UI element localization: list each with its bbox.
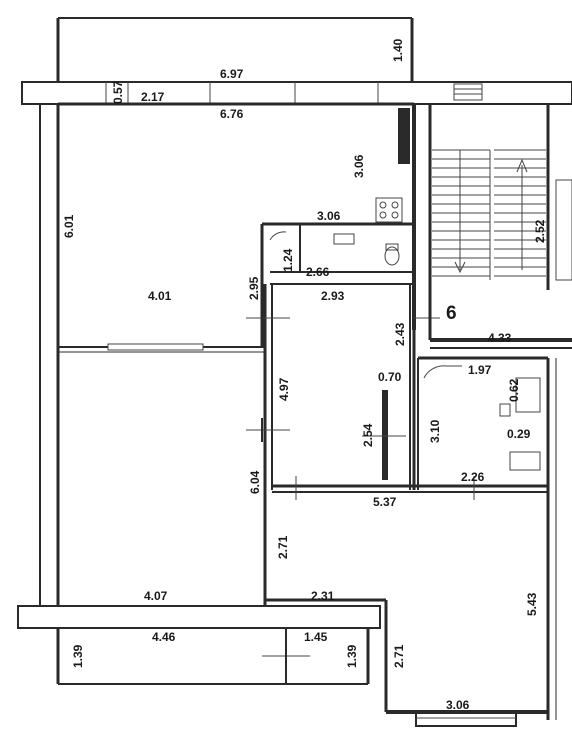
room-1	[58, 102, 414, 353]
dim-corridor-width: 2.93	[321, 289, 345, 303]
wc	[417, 356, 557, 720]
dim-kitchen-height: 3.06	[352, 154, 366, 178]
dim-top-left-window: 2.17	[141, 90, 165, 104]
dim-wc-small2: 0.29	[507, 427, 531, 441]
top-balcony	[56, 17, 414, 82]
dim-hall-small: 0.70	[378, 370, 402, 384]
dim-balcony2-width: 4.46	[152, 630, 176, 644]
lower-balcony	[17, 605, 381, 685]
dim-hall-bottom-width: 5.37	[373, 495, 397, 509]
dim-room3-height: 5.43	[525, 592, 539, 616]
top-exterior-wall	[21, 81, 572, 105]
dim-landing-width: 4.33	[488, 331, 512, 345]
dim-room3-inner: 2.31	[311, 589, 335, 603]
dim-corridor-depth: 2.43	[393, 322, 407, 346]
dim-room3-bottom-width: 3.06	[446, 698, 470, 712]
dim-room3-lower-side: 2.71	[392, 644, 406, 668]
toilet-icon	[384, 246, 400, 266]
dim-bath-width: 2.66	[306, 265, 330, 279]
dim-balcony-top-depth: 1.40	[391, 38, 405, 62]
dim-left-wall-top: 6.01	[62, 214, 76, 238]
dim-balcony2-depth-right: 1.39	[345, 644, 359, 668]
sink-icon	[333, 233, 355, 245]
bathroom	[260, 222, 414, 347]
radiator-icon	[398, 108, 410, 164]
stairwell	[428, 104, 572, 349]
dim-wc-height: 3.10	[428, 419, 442, 443]
closet-door	[382, 390, 388, 480]
dim-balcony2-depth-left: 1.39	[71, 644, 85, 668]
dim-room2-width: 4.07	[144, 589, 168, 603]
dim-balcony2-small: 1.45	[304, 630, 328, 644]
sink-icon-2	[499, 403, 511, 417]
stair-label: 6	[446, 303, 457, 324]
dim-kitchen2-width: 2.26	[461, 470, 485, 484]
dim-room-top-width: 6.76	[220, 107, 244, 121]
dim-bath-small: 1.24	[281, 248, 295, 272]
room-3	[265, 598, 548, 727]
stove-icon	[375, 197, 403, 223]
hall	[246, 284, 548, 606]
dim-room3-side: 2.71	[276, 535, 290, 559]
left-exterior-wall	[39, 103, 60, 607]
dim-left-wall-bottom: 6.04	[248, 470, 262, 494]
dim-balcony-top-width: 6.97	[220, 67, 244, 81]
bathtub-icon	[509, 451, 541, 471]
dim-kitchen-width: 3.06	[317, 209, 341, 223]
dim-room1-width: 4.01	[148, 289, 172, 303]
dim-top-left-small: 0.57	[111, 80, 125, 104]
dimension-labels: 6.97 1.40 0.57 2.17 6.76 3.06 3.06 6.01 …	[62, 38, 547, 712]
dim-room1-partition: 2.95	[247, 276, 261, 300]
kitchen	[375, 104, 416, 330]
dim-closet-length: 2.54	[361, 423, 375, 447]
dim-stair-height: 2.52	[533, 219, 547, 243]
dim-wc-small: 0.62	[507, 378, 521, 402]
dim-hall-length: 4.97	[277, 377, 291, 401]
dim-wc-width: 1.97	[468, 363, 492, 377]
